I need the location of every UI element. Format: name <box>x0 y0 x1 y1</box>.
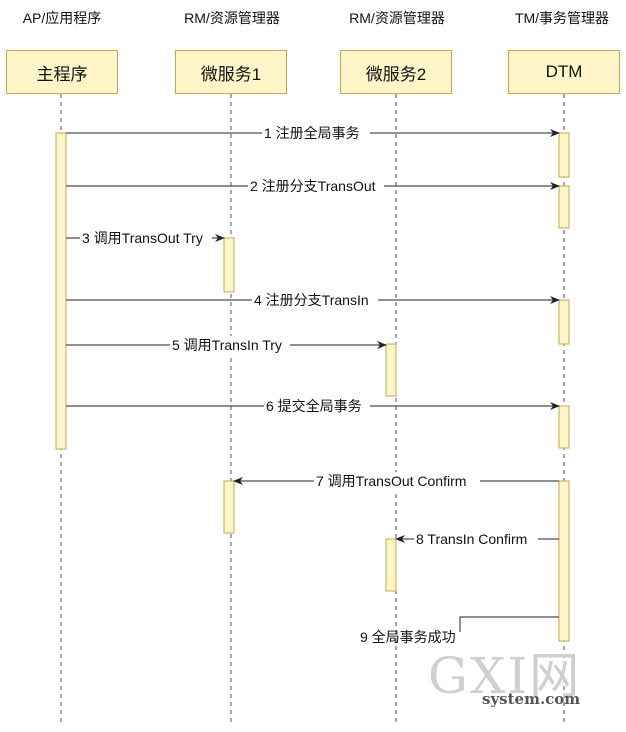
message-5-label: 5 调用TransIn Try <box>172 337 282 353</box>
activation-dtm-4 <box>558 405 570 449</box>
activation-service1-1 <box>223 237 235 293</box>
participant-role-rm1: RM/资源管理器 <box>184 10 280 26</box>
participant-role-tm: TM/事务管理器 <box>514 10 610 26</box>
activation-dtm-2 <box>558 185 570 229</box>
watermark-main-text: GXI网 <box>428 647 582 705</box>
message-3-label: 3 调用TransOut Try <box>82 230 203 246</box>
message-9-line <box>459 616 559 632</box>
message-1-label: 1 注册全局事务 <box>264 125 360 141</box>
participant-role-rm2: RM/资源管理器 <box>349 10 445 26</box>
message-8-label: 8 TransIn Confirm <box>416 531 527 547</box>
message-9-label: 9 全局事务成功 <box>360 629 456 645</box>
activation-dtm-1 <box>558 132 570 178</box>
activation-main <box>55 132 67 450</box>
activation-service2-1 <box>385 343 397 397</box>
message-2-label: 2 注册分支TransOut <box>250 178 376 194</box>
activation-service1-2 <box>223 480 235 534</box>
activation-dtm-5 <box>558 480 570 642</box>
message-7-label: 7 调用TransOut Confirm <box>316 473 466 489</box>
participant-box-dtm[interactable]: DTM <box>508 50 620 94</box>
participant-box-service2[interactable]: 微服务2 <box>340 50 452 94</box>
watermark-sub-text: system.com <box>482 690 581 708</box>
message-4-label: 4 注册分支TransIn <box>254 292 369 308</box>
watermark-logo: GXI网 system.com <box>428 636 618 716</box>
message-6-label: 6 提交全局事务 <box>266 398 362 414</box>
activation-service2-2 <box>385 538 397 592</box>
participant-box-main[interactable]: 主程序 <box>6 50 118 94</box>
participant-box-service1[interactable]: 微服务1 <box>175 50 287 94</box>
participant-role-ap: AP/应用程序 <box>22 10 102 26</box>
activation-dtm-3 <box>558 299 570 345</box>
